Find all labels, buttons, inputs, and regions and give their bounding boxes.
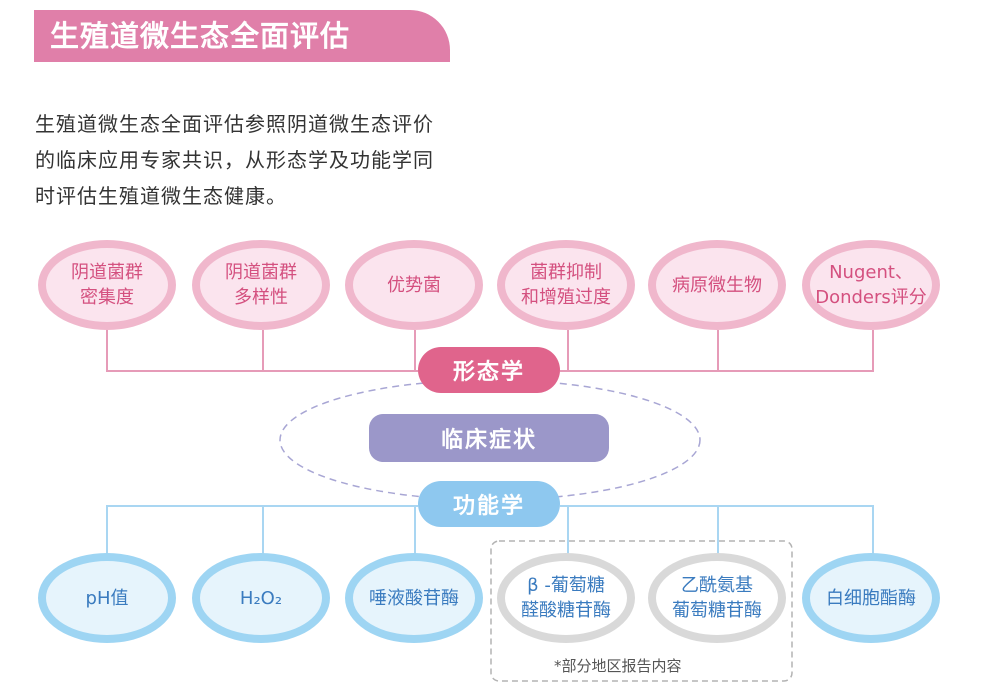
intro-line: 生殖道微生态全面评估参照阴道微生态评价 (35, 112, 434, 136)
regional-note: *部分地区报告内容 (554, 657, 682, 675)
regional-dashed-box (490, 540, 793, 682)
function-connectors (106, 505, 874, 556)
morphology-item-density: 阴道菌群密集度 (38, 240, 176, 330)
item-label: 白细胞酯酶 (826, 587, 916, 609)
item-label: 优势菌 (387, 274, 441, 296)
item-label: 密集度 (80, 287, 134, 308)
morphology-item-suppression: 菌群抑制和增殖过度 (497, 240, 635, 330)
clinical-symptoms-pill: 临床症状 (369, 414, 609, 462)
morphology-pill: 形态学 (418, 347, 560, 393)
item-label: 阴道菌群 (225, 262, 297, 283)
function-item-ph: pH值 (38, 553, 176, 643)
item-label: 唾液酸苷酶 (369, 587, 459, 609)
item-label: pH值 (85, 587, 129, 609)
item-label: Nugent、 (829, 262, 913, 283)
function-item-glucuronidase: β -葡萄糖醛酸糖苷酶 (497, 553, 635, 643)
morphology-item-diversity: 阴道菌群多样性 (192, 240, 330, 330)
morphology-item-score: Nugent、 Donders评分 (802, 240, 940, 330)
function-item-leukocyte-esterase: 白细胞酯酶 (802, 553, 940, 643)
item-label: 葡萄糖苷酶 (672, 600, 762, 621)
item-label: 醛酸糖苷酶 (521, 600, 611, 621)
morphology-connectors (106, 330, 874, 372)
title-banner (34, 10, 450, 62)
intro-line: 时评估生殖道微生态健康。 (35, 184, 287, 208)
item-label: 和增殖过度 (521, 287, 611, 308)
morphology-item-pathogen: 病原微生物 (648, 240, 786, 330)
item-label: 多样性 (234, 287, 288, 308)
function-pill: 功能学 (418, 481, 560, 527)
function-item-glucosaminidase: 乙酰氨基葡萄糖苷酶 (648, 553, 786, 643)
item-label: 病原微生物 (672, 274, 762, 296)
intro-line: 的临床应用专家共识，从形态学及功能学同 (35, 148, 434, 172)
item-label: H₂O₂ (239, 587, 283, 609)
item-label: Donders评分 (815, 287, 927, 308)
function-item-h2o2: H₂O₂ (192, 553, 330, 643)
intro-paragraph: 生殖道微生态全面评估参照阴道微生态评价 的临床应用专家共识，从形态学及功能学同 … (35, 106, 515, 214)
page-title: 生殖道微生态全面评估 (50, 19, 351, 53)
item-label: 阴道菌群 (71, 262, 143, 283)
item-label: 乙酰氨基 (681, 575, 753, 596)
item-label: 菌群抑制 (530, 262, 602, 283)
item-label: β -葡萄糖 (527, 575, 605, 596)
morphology-item-dominant: 优势菌 (345, 240, 483, 330)
function-item-sialidase: 唾液酸苷酶 (345, 553, 483, 643)
